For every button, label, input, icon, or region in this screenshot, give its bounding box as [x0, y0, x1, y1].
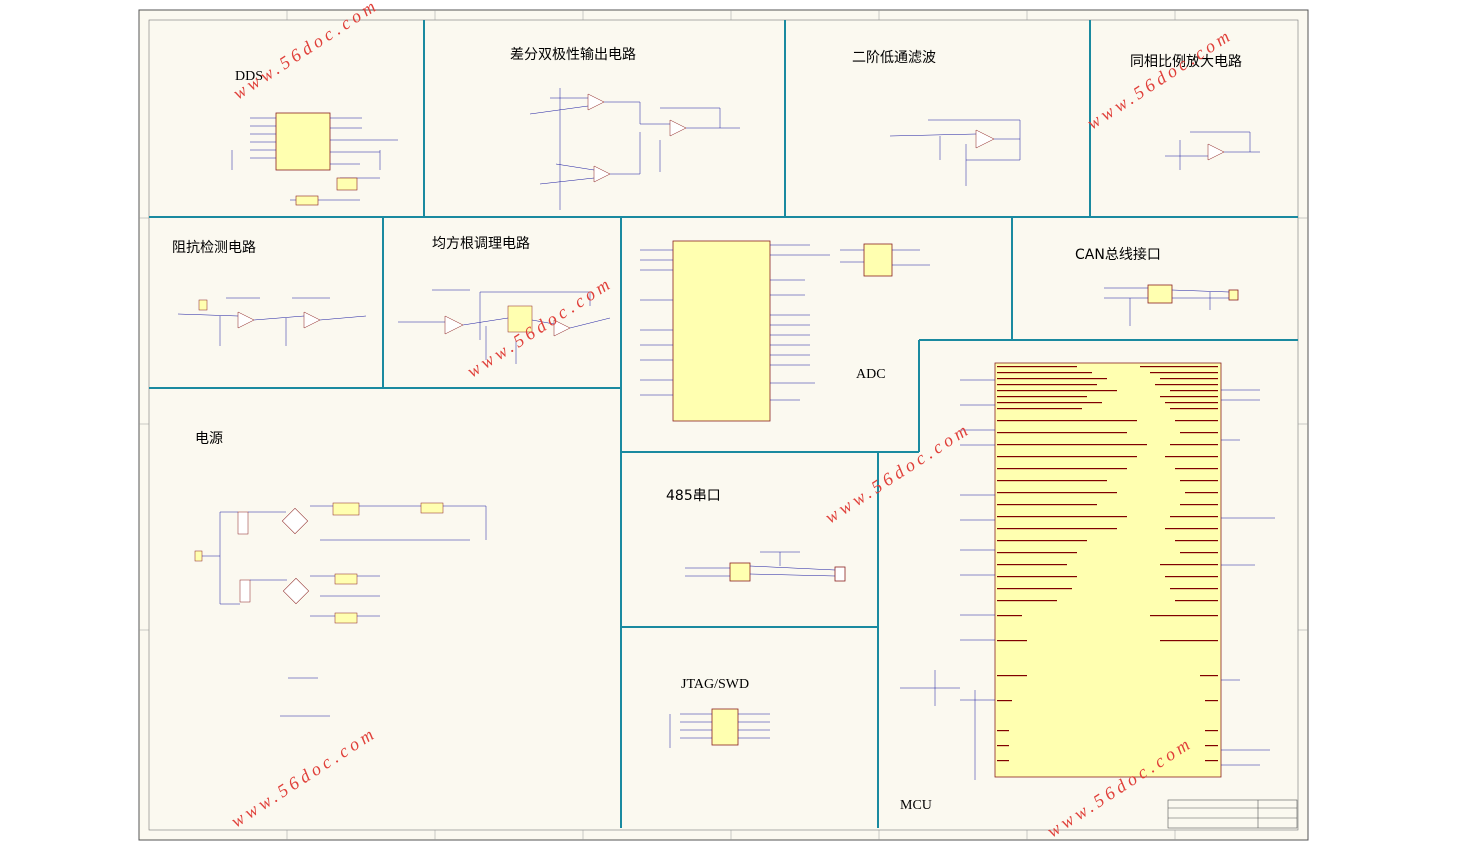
regulator-4 — [334, 612, 358, 624]
diff-output-circuit — [529, 88, 740, 210]
regulator-3 — [334, 573, 358, 585]
section-title-adc: ADC — [856, 367, 886, 382]
impedance-circuit — [177, 297, 367, 346]
power-circuit — [194, 502, 487, 717]
opamp-inphase — [1207, 143, 1225, 161]
title-block — [1167, 799, 1298, 829]
section-dividers — [149, 20, 1298, 828]
inphase-amp-circuit — [1165, 131, 1260, 170]
opamp-1 — [587, 93, 605, 111]
section-title-485: 485串口 — [666, 488, 721, 504]
opamp-rms-1 — [444, 315, 464, 335]
jtag-connector — [711, 708, 739, 746]
section-title-mcu: MCU — [900, 798, 932, 813]
adc-circuit — [640, 240, 930, 422]
dds-circuit — [231, 112, 398, 206]
rs485-chip — [729, 562, 751, 582]
sheet-inner-border — [148, 19, 1299, 831]
mcu-circuit — [900, 362, 1275, 780]
can-circuit — [1104, 284, 1239, 326]
section-title-power: 电源 — [195, 431, 223, 447]
bridge-1 — [281, 507, 309, 535]
transformer-2 — [239, 579, 251, 603]
mcu-chip — [994, 362, 1222, 778]
opamp-rms-2 — [553, 319, 571, 337]
section-title-lowpass: 二阶低通滤波 — [852, 50, 936, 66]
opamp-2 — [669, 119, 687, 137]
rms-chip — [507, 305, 533, 333]
adc-reference-chip — [863, 243, 893, 277]
adc-chip — [672, 240, 771, 422]
can-transceiver-chip — [1147, 284, 1173, 304]
rs485-circuit — [685, 551, 846, 582]
rms-circuit — [398, 289, 611, 364]
regulator-1 — [332, 502, 360, 516]
opamp-imp-2 — [303, 311, 321, 329]
jtag-circuit — [669, 708, 770, 748]
bridge-2 — [282, 577, 310, 605]
opamp-imp-1 — [237, 311, 255, 329]
regulator-2 — [420, 502, 444, 514]
dds-oscillator — [295, 195, 319, 206]
section-title-rms: 均方根调理电路 — [432, 236, 530, 252]
border-ruler — [139, 10, 1308, 840]
section-title-inphase-amp: 同相比例放大电路 — [1130, 54, 1242, 70]
can-connector — [1228, 289, 1239, 301]
section-title-dds: DDS — [235, 69, 263, 84]
section-title-impedance: 阻抗检测电路 — [172, 240, 256, 256]
dds-chip — [275, 112, 331, 171]
opamp-3 — [593, 165, 611, 183]
rs485-connector — [834, 566, 846, 582]
section-title-jtag: JTAG/SWD — [681, 677, 749, 692]
dds-aux-chip — [336, 177, 358, 191]
opamp-lowpass — [975, 129, 995, 149]
power-connector — [194, 550, 203, 562]
lowpass-circuit — [889, 119, 1021, 186]
connector-impedance — [198, 299, 208, 311]
section-title-diff-output: 差分双极性输出电路 — [510, 47, 636, 63]
transformer-1 — [237, 511, 249, 535]
section-title-can: CAN总线接口 — [1075, 246, 1161, 263]
